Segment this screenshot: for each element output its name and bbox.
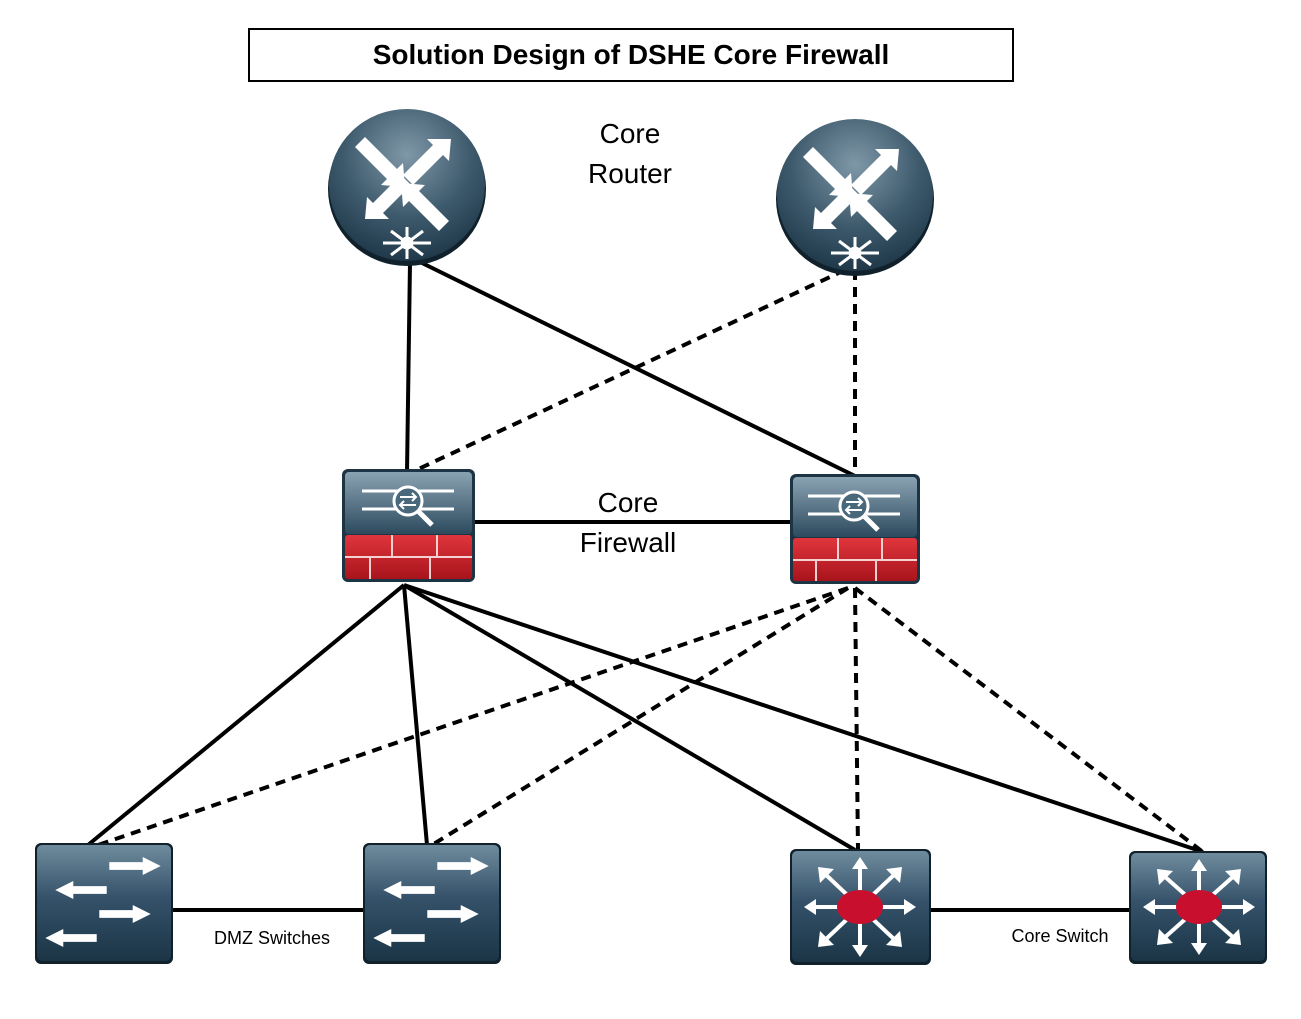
firewall-1: [342, 469, 475, 582]
magnifier-icon: [808, 490, 900, 532]
core-dot-icon: [837, 890, 883, 924]
label-core-switch: Core Switch: [1011, 926, 1109, 946]
multilayer-switch-icon: [804, 857, 916, 957]
firewall-2: [790, 474, 920, 584]
link-firewall2-core2: [853, 586, 1205, 854]
link-firewall2-dmz2: [430, 586, 850, 847]
router-hub-icon: [831, 237, 879, 269]
label-core-firewall: Core Firewall: [579, 487, 677, 558]
router-arrows-icon: [355, 137, 451, 231]
link-firewall1-core2: [403, 583, 1204, 854]
magnifier-icon: [362, 485, 454, 527]
router-hub-icon: [383, 227, 431, 259]
links-layer: [86, 260, 1205, 912]
label-core-router: Core Router: [587, 118, 673, 189]
dmz-switch-2: [363, 843, 501, 964]
router-2: [776, 119, 934, 276]
link-firewall1-core1: [402, 583, 857, 852]
link-firewall2-dmz1: [97, 586, 849, 847]
diagram-title: Solution Design of DSHE Core Firewall: [372, 39, 890, 70]
label-dmz-switches: DMZ Switches: [213, 928, 330, 948]
brick-wall-icon: [793, 538, 917, 581]
link-router2-firewall1: [411, 268, 846, 474]
router-1: [328, 109, 486, 266]
brick-wall-icon: [345, 535, 472, 579]
link-firewall1-dmz1: [86, 583, 406, 847]
link-router1-firewall1: [405, 261, 412, 473]
link-firewall2-core1: [853, 587, 860, 851]
title-box: Solution Design of DSHE Core Firewall: [248, 28, 1014, 82]
core-switch-2: [1129, 851, 1267, 964]
core-switch-1: [790, 849, 931, 965]
link-firewall1-dmz2: [402, 584, 429, 846]
core-dot-icon: [1176, 890, 1222, 924]
dmz-switch-1: [35, 843, 173, 964]
router-arrows-icon: [803, 147, 899, 241]
